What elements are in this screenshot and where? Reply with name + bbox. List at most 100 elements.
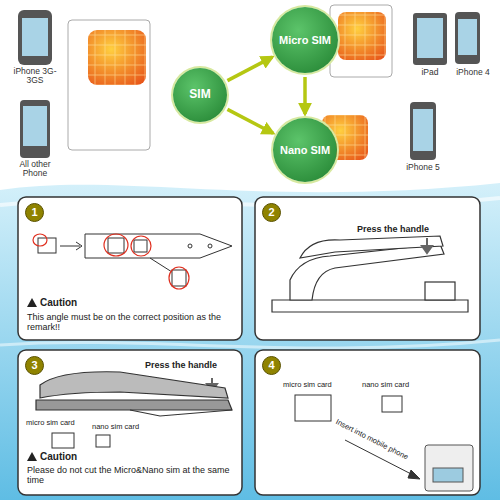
caution-note: Please do not cut the Micro&Nano sim at … <box>27 465 235 486</box>
punch-tool-side <box>130 410 232 416</box>
cutter-strip <box>76 242 82 250</box>
step-number: 2 <box>262 203 281 222</box>
phone-icon <box>413 13 447 65</box>
remark-circle <box>104 234 128 256</box>
punch-tool <box>300 236 443 258</box>
phone-tray <box>433 468 463 482</box>
phone-icon <box>22 18 48 56</box>
phone-icon <box>23 106 47 146</box>
device-label: All other Phone <box>10 160 60 179</box>
part-label: micro sim card <box>26 419 88 428</box>
sim-card <box>88 30 146 85</box>
blue-ground <box>0 340 500 348</box>
phone-icon <box>417 18 443 58</box>
sim-card <box>68 20 150 150</box>
device-label: iPhone 3G-3GS <box>10 67 60 86</box>
phone-icon <box>18 10 480 160</box>
punch-tool-side <box>36 400 232 410</box>
node-label: SIM <box>186 88 213 101</box>
callout-number: 4 <box>265 359 277 371</box>
remark-circle <box>169 267 189 289</box>
punch-tool-side <box>36 372 232 416</box>
cutter-strip <box>85 234 232 258</box>
callout-number: 3 <box>28 359 40 371</box>
cut-sim-card <box>295 395 331 421</box>
sim-card <box>88 30 146 85</box>
phone-icon <box>18 10 52 65</box>
press-arrow <box>422 246 432 253</box>
caution-triangle <box>27 452 37 461</box>
caution-heading: Caution <box>40 297 120 309</box>
part-label: nano sim card <box>92 423 152 432</box>
instruction: Press the handle <box>145 360 235 370</box>
remark-circle <box>33 234 47 246</box>
cutter-strip <box>150 258 172 272</box>
phone-icon <box>20 100 50 158</box>
remark-circle <box>131 236 151 256</box>
phone-tray <box>425 445 473 491</box>
step-panel: Press the handle 2 <box>255 197 480 340</box>
flow-arrow <box>227 57 272 80</box>
sim-circle: Micro SIM <box>272 7 338 73</box>
phone-icon <box>458 19 477 55</box>
step-panel: Press the handle micro sim card nano sim c… <box>18 350 242 495</box>
phone-icon <box>410 102 436 160</box>
instruction: Insert into mobile phone <box>334 418 436 476</box>
cutter-strip <box>134 240 147 252</box>
step-number: 4 <box>262 356 281 375</box>
sim-circle: Nano SIM <box>273 118 337 182</box>
step-panel <box>18 197 480 495</box>
cut-sim-card <box>52 395 402 448</box>
cutter-strip <box>60 246 80 247</box>
device-label: iPhone 4 <box>450 68 496 77</box>
blue-ground <box>0 183 500 500</box>
step-panel: micro sim card nano sim cardInsert into m… <box>255 350 480 495</box>
device-label: iPhone 5 <box>398 163 448 172</box>
remark-circle <box>33 234 189 289</box>
phone-icon <box>455 12 480 64</box>
step-panel: CautionThis angle must be on the correct… <box>18 197 242 340</box>
phone-tray <box>425 445 473 491</box>
node-label: Nano SIM <box>277 144 333 156</box>
step-number: 1 <box>25 203 44 222</box>
part-label: nano sim card <box>362 381 424 390</box>
cut-sim-card <box>382 396 402 412</box>
callout-number: 1 <box>28 206 40 218</box>
sim-card <box>68 5 392 160</box>
punch-tool <box>272 236 468 312</box>
step-panel <box>18 197 242 340</box>
device-label: iPad <box>410 68 450 77</box>
insert-arrow <box>408 470 420 479</box>
punch-tool-side <box>40 372 228 398</box>
cut-sim-card <box>52 433 74 448</box>
flow-arrow <box>227 109 273 133</box>
callout-number: 2 <box>265 206 277 218</box>
node-label: Micro SIM <box>276 34 334 46</box>
cut-sim-card <box>96 435 110 447</box>
sim-card <box>330 5 392 77</box>
cutter-strip <box>38 234 232 286</box>
sim-circle: SIM <box>173 68 227 122</box>
caution-heading: Caution <box>40 451 120 463</box>
blue-ground <box>0 183 500 500</box>
cutter-strip <box>172 270 186 286</box>
sim-card <box>338 12 386 60</box>
press-arrow <box>207 238 432 391</box>
step-panel <box>255 197 480 340</box>
cutter-strip <box>188 244 192 248</box>
cutter-strip <box>108 238 124 253</box>
caution-triangle <box>27 298 37 307</box>
step-panel <box>18 350 242 495</box>
caution-note: This angle must be on the correct positi… <box>27 312 232 333</box>
flow-arrow <box>303 77 307 114</box>
step-panel <box>255 350 480 495</box>
punch-tool <box>425 282 455 300</box>
step-number: 3 <box>25 356 44 375</box>
punch-tool <box>272 300 468 312</box>
sim-card <box>338 12 386 60</box>
instruction: Press the handle <box>357 224 467 234</box>
cutter-strip <box>208 244 212 248</box>
phone-icon <box>413 109 433 151</box>
part-label: micro sim card <box>283 381 349 390</box>
